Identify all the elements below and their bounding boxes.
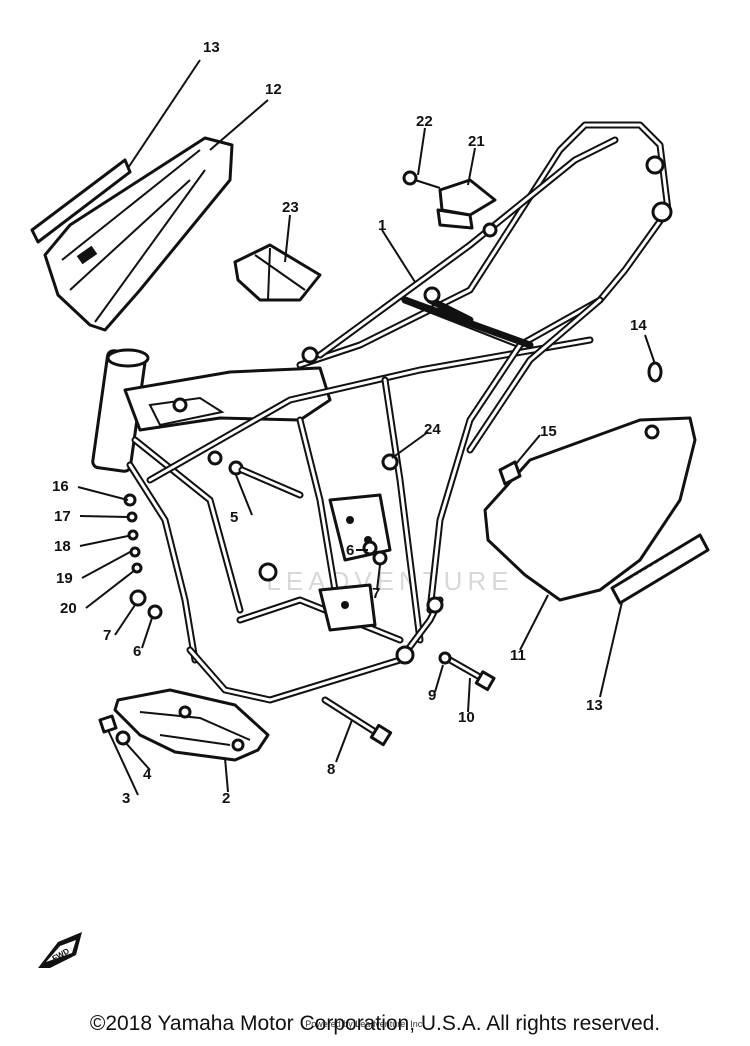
callout-9[interactable]: 9 [428,687,436,704]
tool-pad[interactable] [233,243,322,302]
damper-15[interactable] [498,460,522,486]
callout-7-center[interactable]: 7 [372,585,380,602]
left-side-cover[interactable] [43,136,234,332]
washer-17[interactable] [126,511,138,523]
callout-4[interactable]: 4 [143,766,152,783]
left-side-decal[interactable] [30,158,132,244]
callout-7-left[interactable]: 7 [103,627,111,644]
leader-lines [77,59,656,796]
callout-18[interactable]: 18 [54,538,71,555]
callout-6-left[interactable]: 6 [133,643,141,660]
callout-16[interactable]: 16 [52,478,69,495]
callout-23[interactable]: 23 [282,199,299,216]
callout-13-right[interactable]: 13 [586,697,603,714]
callouts: 13 12 22 21 23 1 14 15 24 16 17 18 19 20… [52,39,647,807]
nut-7a[interactable] [129,589,147,607]
copyright-notice: ©2018 Yamaha Motor Corporation, U.S.A. A… [89,1012,661,1035]
callout-5-upper[interactable]: 5 [230,509,238,526]
collar-18[interactable] [127,529,139,541]
washer-19[interactable] [129,546,141,558]
bolt-22[interactable] [402,170,441,189]
watermark: LEADVENTURE [266,566,513,596]
callout-17[interactable]: 17 [54,508,71,525]
nut-7b[interactable] [372,550,388,566]
callout-15[interactable]: 15 [540,423,557,440]
grommet-14[interactable] [647,361,663,383]
washer-6a[interactable] [147,604,163,620]
right-side-cover[interactable] [483,416,697,602]
callout-12[interactable]: 12 [265,81,282,98]
main-frame[interactable] [91,121,673,704]
callout-3[interactable]: 3 [122,790,130,807]
bolt-5[interactable] [228,460,304,499]
callout-20[interactable]: 20 [60,600,77,617]
callout-8[interactable]: 8 [327,761,335,778]
skid-plate[interactable] [113,688,270,762]
callout-21[interactable]: 21 [468,133,485,150]
bolt-8[interactable] [321,696,393,747]
seat-bracket[interactable] [436,178,497,230]
callout-13-left[interactable]: 13 [203,39,220,56]
washer-6b[interactable] [362,540,378,556]
washer-4[interactable] [115,730,131,746]
callout-14[interactable]: 14 [630,317,647,334]
leadventure-credit: Powered by Leadventure, Inc. [305,1019,425,1029]
washer-9[interactable] [438,651,452,665]
callout-11[interactable]: 11 [510,647,526,664]
bolt-10[interactable] [446,656,496,692]
callout-19[interactable]: 19 [56,570,73,587]
callout-10[interactable]: 10 [458,709,475,726]
front-arrow-icon: FWD [38,932,82,968]
callout-6-center[interactable]: 6 [346,542,354,559]
bolt-3[interactable] [98,714,118,734]
callout-22[interactable]: 22 [416,113,433,130]
grommet-24[interactable] [381,453,399,471]
callout-2[interactable]: 2 [222,790,230,807]
callout-1[interactable]: 1 [378,217,386,234]
callout-24[interactable]: 24 [424,421,441,438]
